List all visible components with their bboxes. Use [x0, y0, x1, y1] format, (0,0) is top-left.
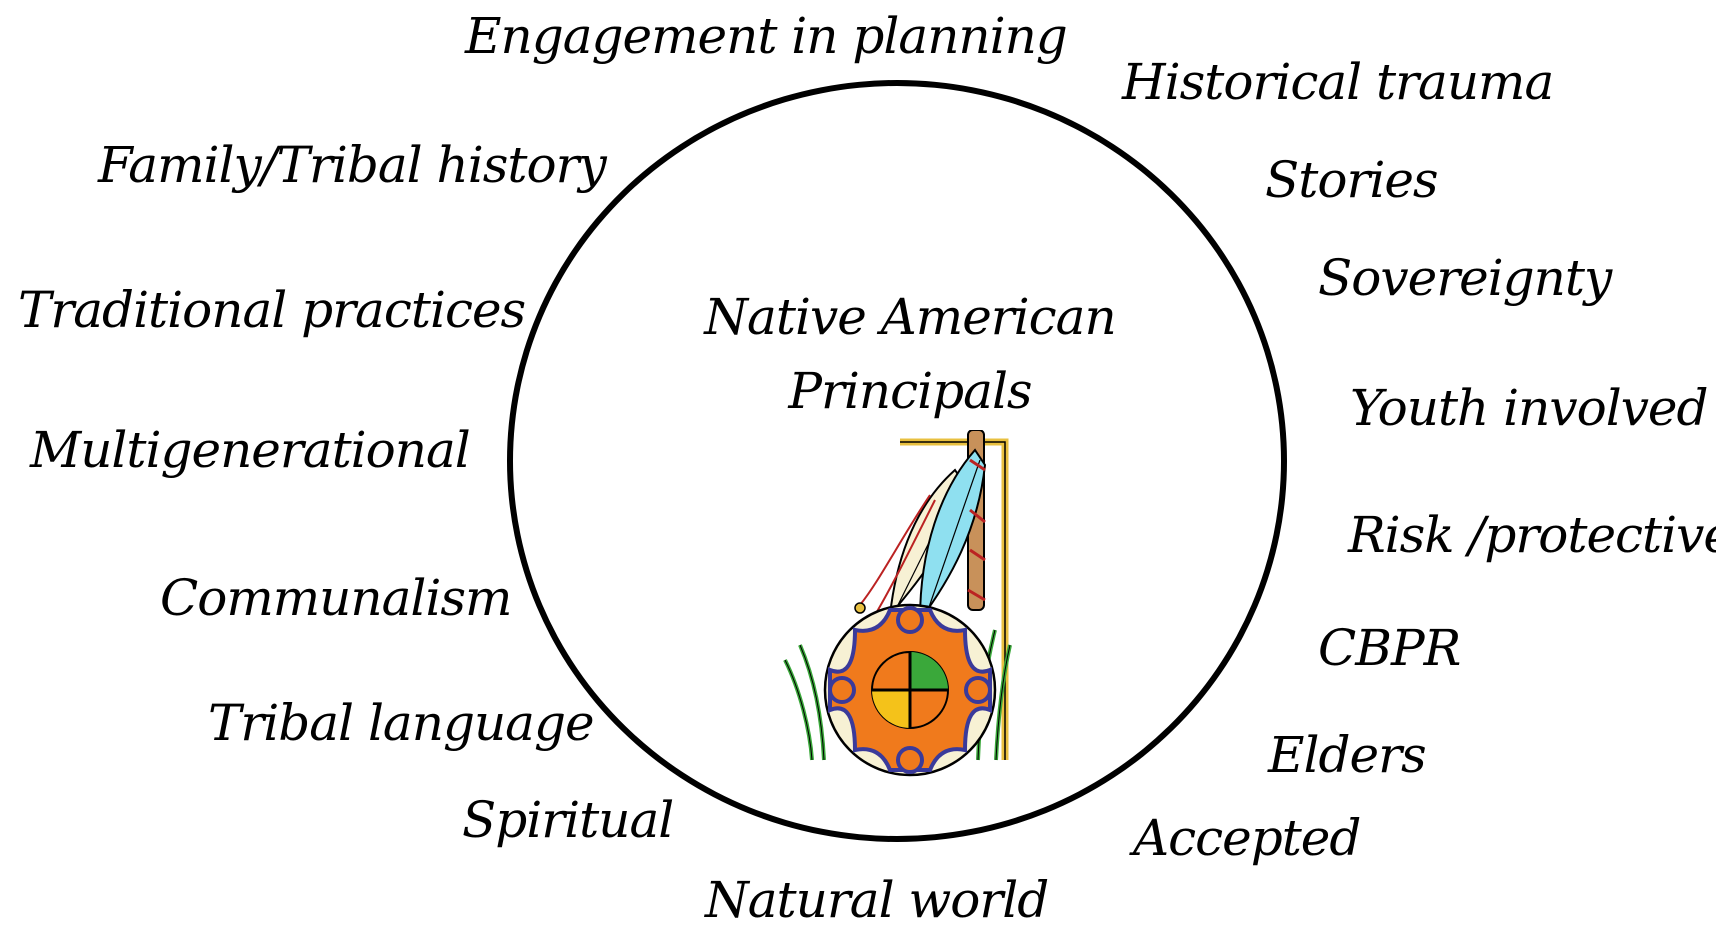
label-accepted: Accepted — [1133, 809, 1361, 867]
center-circle — [507, 80, 1287, 842]
label-youth-involved: Youth involved — [1350, 379, 1709, 437]
label-elders: Elders — [1268, 726, 1427, 784]
label-family-tribal-history: Family/Tribal history — [98, 136, 607, 194]
label-communalism: Communalism — [160, 569, 512, 627]
center-title: Native American Principals — [640, 280, 1180, 428]
label-historical-trauma: Historical trauma — [1122, 53, 1554, 111]
label-engagement-in-planning: Engagement in planning — [465, 7, 1068, 65]
label-traditional-practices: Traditional practices — [18, 281, 526, 339]
label-tribal-language: Tribal language — [208, 694, 595, 752]
label-natural-world: Natural world — [705, 871, 1049, 929]
center-title-line-1: Native American — [704, 288, 1116, 346]
label-multigenerational: Multigenerational — [30, 421, 471, 479]
label-stories: Stories — [1265, 151, 1439, 209]
label-risk-protective: Risk /protective — [1348, 506, 1716, 564]
label-spiritual: Spiritual — [462, 791, 674, 849]
center-title-line-2: Principals — [788, 362, 1032, 420]
label-sovereignty: Sovereignty — [1318, 249, 1612, 307]
feather-shield-icon — [783, 430, 1012, 777]
label-cbpr: CBPR — [1318, 619, 1461, 677]
